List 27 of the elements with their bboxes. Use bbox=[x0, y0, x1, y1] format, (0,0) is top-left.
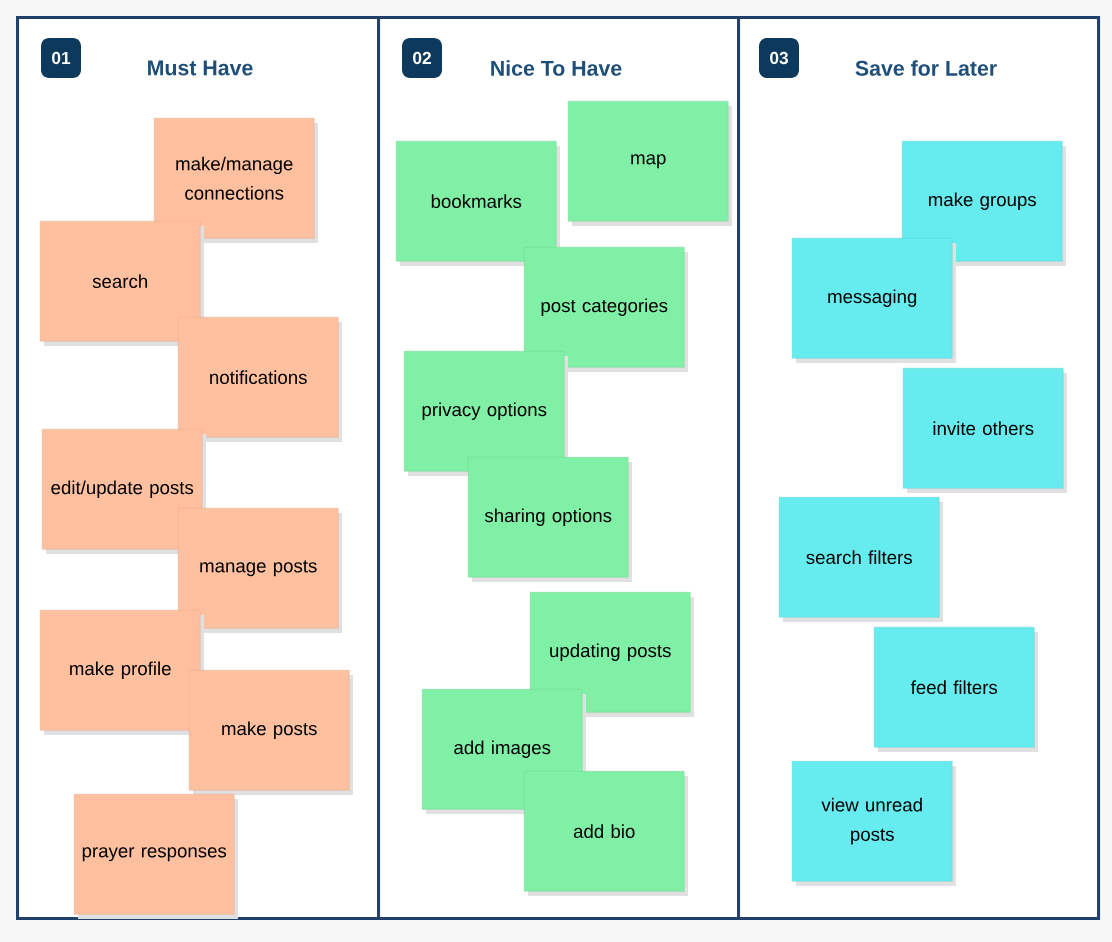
number-badge: 01 bbox=[41, 38, 81, 78]
sticky-note: post categories bbox=[524, 247, 688, 372]
sticky-note: add bio bbox=[524, 771, 688, 896]
sticky-note: sharing options bbox=[468, 457, 632, 582]
sticky-note: manage posts bbox=[178, 508, 342, 633]
column-heading: Must Have bbox=[148, 60, 253, 76]
sticky-note: bookmarks bbox=[396, 141, 560, 266]
sticky-note: search filters bbox=[779, 497, 943, 622]
sticky-note: make/manage connections bbox=[154, 118, 318, 243]
sticky-note: map bbox=[568, 101, 732, 226]
sticky-note: edit/update posts bbox=[42, 429, 206, 554]
sticky-note: messaging bbox=[792, 238, 956, 363]
sticky-note: view unread posts bbox=[792, 761, 956, 886]
number-badge: 03 bbox=[759, 38, 799, 78]
sticky-note: notifications bbox=[178, 317, 342, 442]
number-badge: 02 bbox=[402, 38, 442, 78]
sticky-note: prayer responses bbox=[74, 794, 238, 919]
sticky-note: feed filters bbox=[874, 627, 1038, 752]
sticky-note: make posts bbox=[189, 670, 353, 795]
sticky-note: search bbox=[40, 221, 204, 346]
sticky-note: updating posts bbox=[530, 592, 694, 717]
sticky-note: invite others bbox=[903, 368, 1067, 493]
sticky-note: privacy options bbox=[404, 351, 568, 476]
column-heading: Nice To Have bbox=[491, 60, 622, 76]
sticky-note: make profile bbox=[40, 610, 204, 735]
column-heading: Save for Later bbox=[855, 60, 997, 76]
sticky-note: make groups bbox=[902, 141, 1066, 266]
